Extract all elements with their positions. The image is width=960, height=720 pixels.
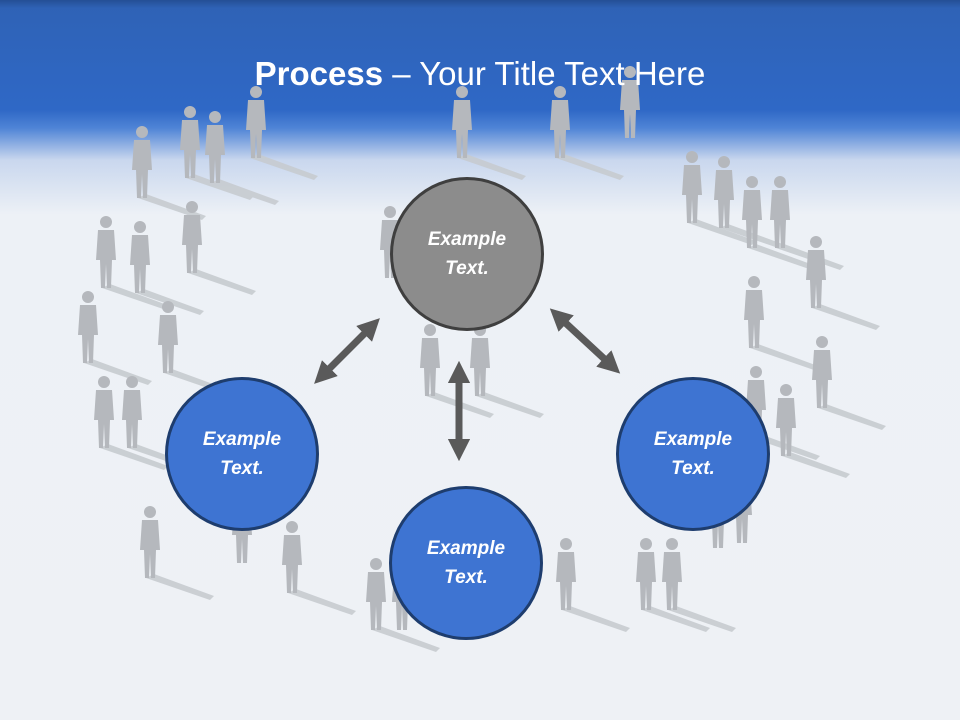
node-label-left: Example Text.	[202, 429, 282, 479]
page-title: Process – Your Title Text Here	[0, 52, 960, 96]
arrow-top-right	[549, 308, 621, 374]
title-bold: Process	[254, 55, 384, 92]
process-node-bottom: Example Text.	[389, 486, 543, 640]
node-label-top: Example Text.	[427, 229, 507, 279]
title-rest: – Your Title Text Here	[383, 55, 706, 92]
header-band	[0, 0, 960, 8]
node-label-right: Example Text.	[653, 429, 733, 479]
process-node-left: Example Text.	[165, 377, 319, 531]
node-label-bottom: Example Text.	[426, 538, 506, 588]
arrow-top-left	[314, 318, 380, 384]
process-node-right: Example Text.	[616, 377, 770, 531]
process-node-top: Example Text.	[390, 177, 544, 331]
